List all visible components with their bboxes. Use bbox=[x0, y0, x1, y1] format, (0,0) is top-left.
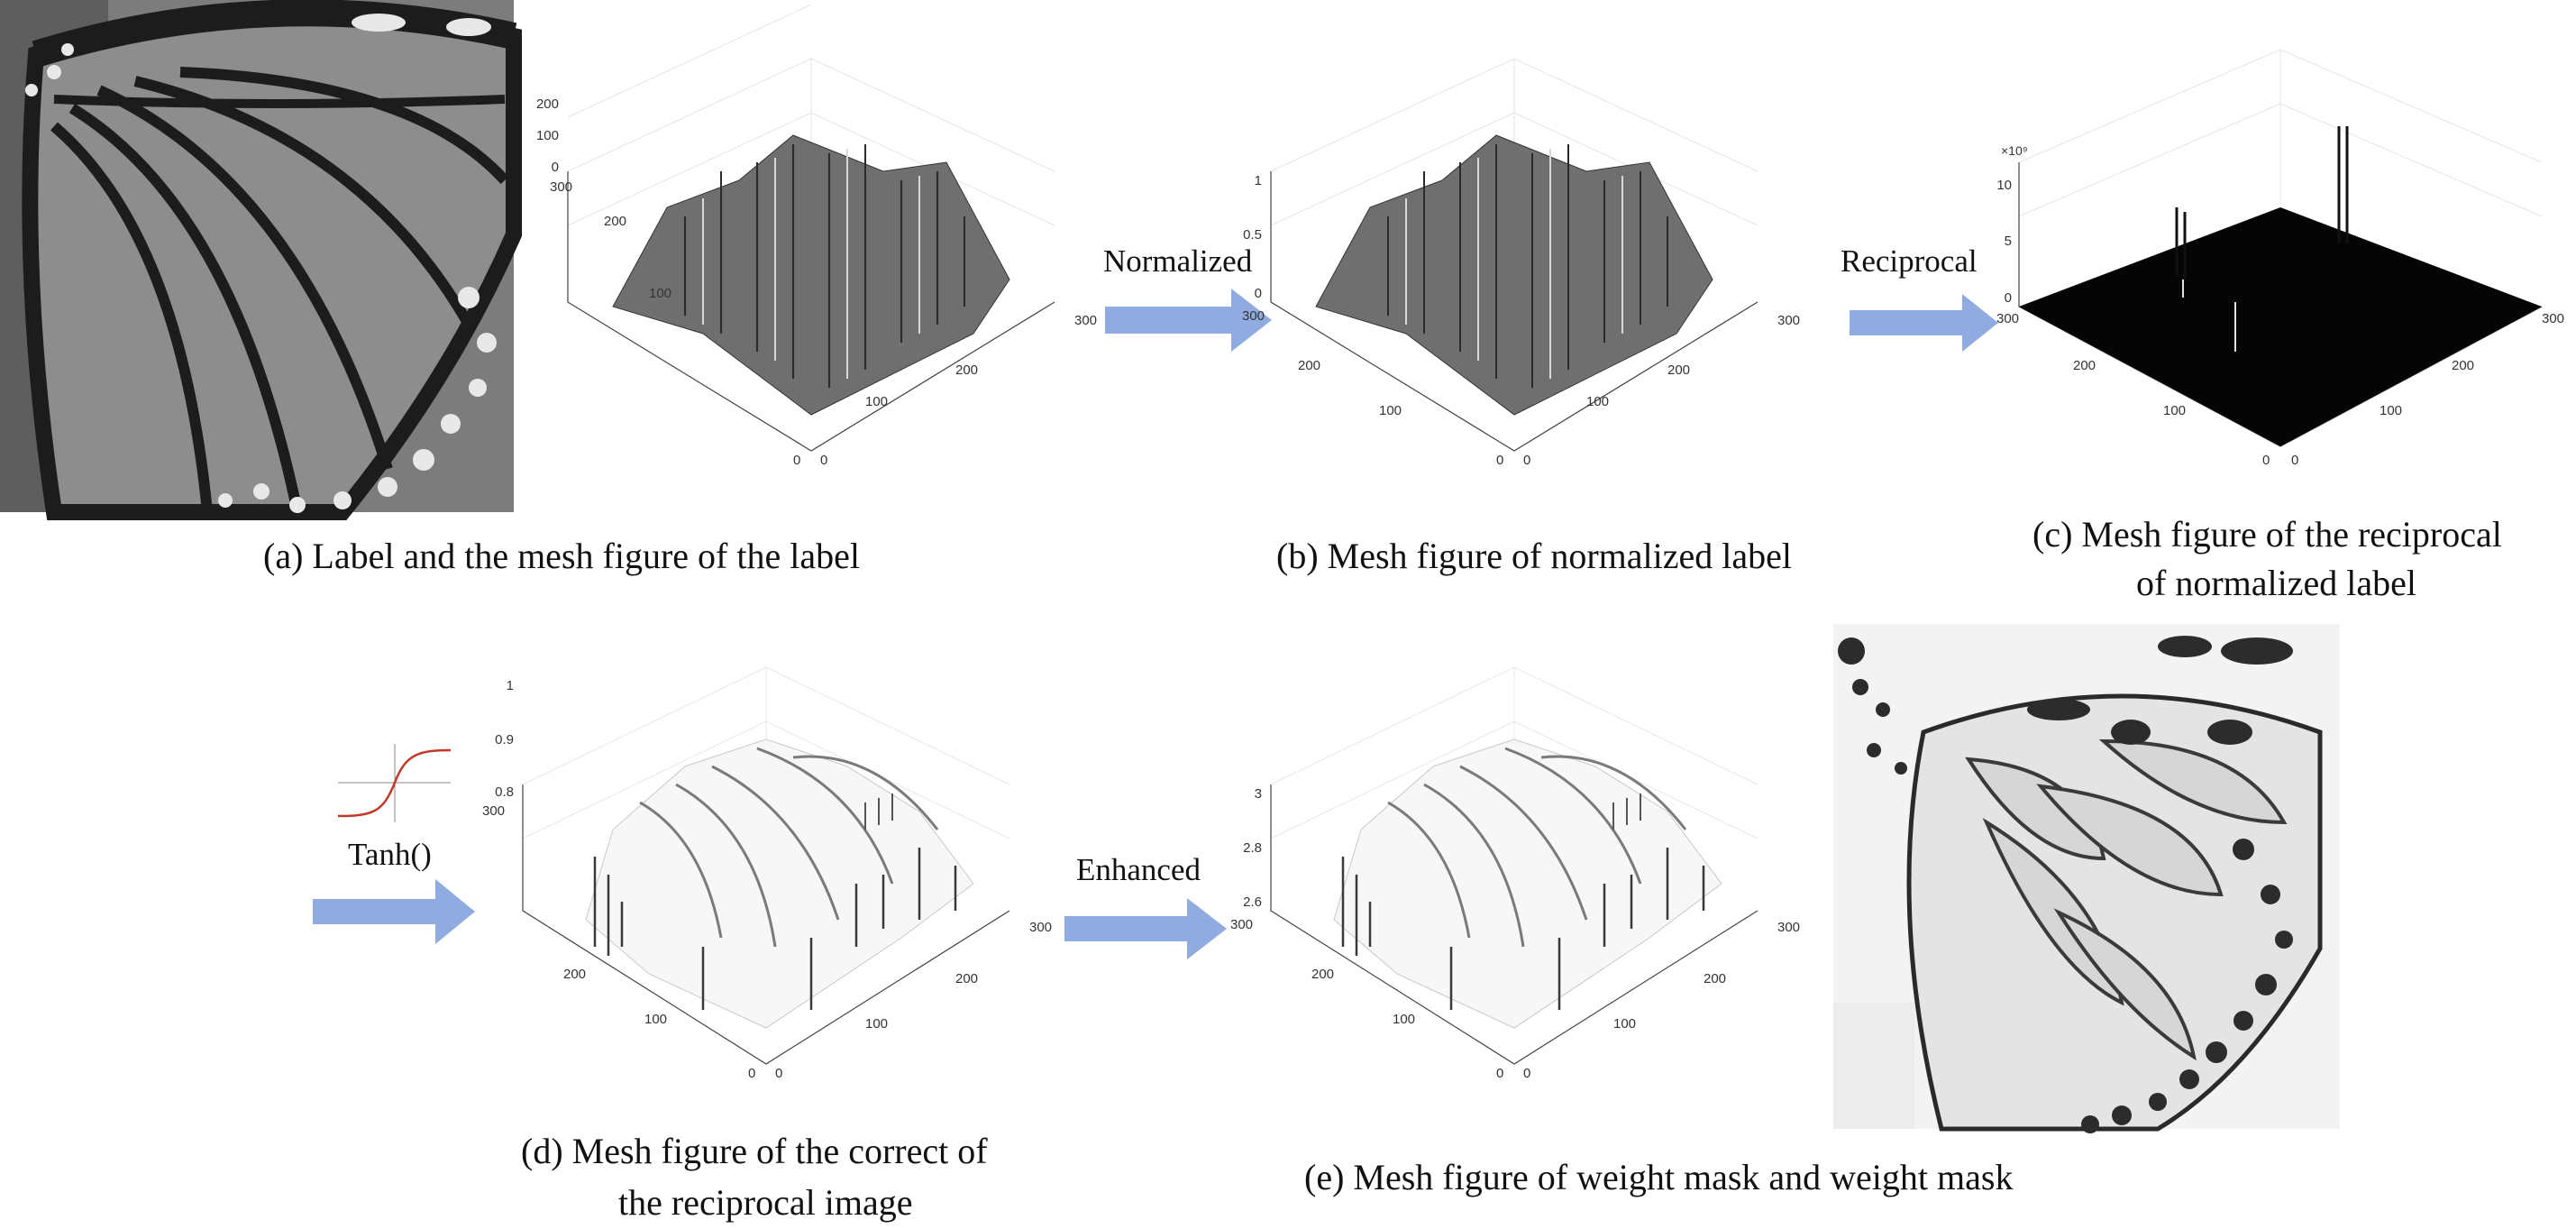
tanh-curve-icon bbox=[337, 744, 452, 822]
y-tick: 200 bbox=[604, 214, 626, 229]
x-tick: 200 bbox=[2452, 358, 2474, 373]
enhanced-arrow-icon bbox=[1064, 898, 1227, 959]
z-tick: 0.9 bbox=[495, 732, 514, 747]
mesh-plot-reciprocal-svg: ×10⁹ 10 5 0 300 200 100 0 0 100 200 300 bbox=[1996, 49, 2564, 468]
x-tick: 100 bbox=[1586, 394, 1609, 409]
enhanced-label: Enhanced bbox=[1076, 852, 1201, 887]
z-tick: 2.6 bbox=[1243, 894, 1262, 910]
z-tick: 0.8 bbox=[495, 784, 514, 800]
reciprocal-label: Reciprocal bbox=[1841, 243, 1978, 279]
mesh-plot-normalized-svg: 1 0.5 0 300 200 100 0 0 100 200 300 bbox=[1242, 58, 1800, 468]
mesh-plot-enhanced-svg: 3 2.8 2.6 300 200 100 0 0 100 200 300 bbox=[1230, 666, 1800, 1081]
y-tick: 300 bbox=[1230, 917, 1253, 932]
z-exponent: ×10⁹ bbox=[2001, 143, 2028, 158]
x-tick: 100 bbox=[865, 394, 888, 409]
y-tick: 300 bbox=[482, 803, 505, 819]
z-tick: 200 bbox=[536, 96, 559, 112]
y-tick: 100 bbox=[1379, 403, 1402, 418]
x-tick: 300 bbox=[1777, 920, 1800, 935]
butterfly-label-image bbox=[0, 0, 522, 520]
reciprocal-arrow-icon bbox=[1850, 294, 1998, 352]
y-tick: 300 bbox=[1996, 311, 2019, 326]
y-tick: 0 bbox=[793, 453, 800, 468]
y-tick: 200 bbox=[563, 967, 586, 982]
tanh-arrow-icon bbox=[313, 879, 475, 944]
z-tick: 5 bbox=[2005, 234, 2012, 249]
caption-e: (e) Mesh figure of weight mask and weigh… bbox=[1304, 1157, 2014, 1197]
tanh-label: Tanh() bbox=[348, 837, 432, 872]
z-tick: 0 bbox=[1255, 286, 1262, 301]
x-tick: 0 bbox=[1523, 1066, 1530, 1081]
butterfly-label-drawing bbox=[0, 0, 522, 520]
x-tick: 200 bbox=[955, 971, 978, 986]
y-tick: 0 bbox=[1496, 1066, 1503, 1081]
z-tick: 2.8 bbox=[1243, 840, 1262, 856]
x-tick: 200 bbox=[955, 362, 978, 378]
z-tick: 0.5 bbox=[1243, 227, 1262, 243]
caption-c-line2: of normalized label bbox=[2136, 563, 2416, 603]
mesh-plot-normalized: 1 0.5 0 300 200 100 0 0 100 200 300 bbox=[1242, 36, 1803, 478]
y-tick: 300 bbox=[550, 179, 572, 195]
x-tick: 300 bbox=[1777, 313, 1800, 328]
x-tick: 0 bbox=[1523, 453, 1530, 468]
mesh-plot-tanh-svg: 1 0.9 0.8 300 200 100 0 0 100 200 300 bbox=[482, 666, 1052, 1081]
caption-c-line1: (c) Mesh figure of the reciprocal bbox=[2032, 514, 2502, 555]
z-tick: 3 bbox=[1255, 786, 1262, 802]
x-tick: 300 bbox=[2542, 311, 2564, 326]
x-tick: 100 bbox=[865, 1016, 888, 1032]
mesh-plot-label: 200 100 0 300 200 100 0 0 100 200 300 bbox=[536, 4, 1100, 478]
x-tick: 300 bbox=[1029, 920, 1052, 935]
y-tick: 100 bbox=[1393, 1012, 1415, 1027]
mesh-plot-enhanced: 3 2.8 2.6 300 200 100 0 0 100 200 300 bbox=[1217, 649, 1821, 1091]
caption-d-line2: the reciprocal image bbox=[618, 1182, 913, 1223]
z-tick: 10 bbox=[1996, 178, 2012, 193]
x-tick: 100 bbox=[2380, 403, 2402, 418]
normalized-label: Normalized bbox=[1103, 243, 1253, 279]
caption-b: (b) Mesh figure of normalized label bbox=[1276, 536, 1793, 576]
x-tick: 0 bbox=[820, 453, 827, 468]
y-tick: 100 bbox=[2163, 403, 2186, 418]
y-tick: 100 bbox=[649, 286, 671, 301]
mesh-plot-reciprocal: ×10⁹ 10 5 0 300 200 100 0 0 100 200 300 bbox=[1974, 36, 2576, 478]
y-tick: 200 bbox=[1311, 967, 1334, 982]
x-tick: 0 bbox=[2291, 453, 2298, 468]
mesh-plot-tanh: 1 0.9 0.8 300 200 100 0 0 100 200 300 bbox=[469, 649, 1073, 1091]
x-tick: 200 bbox=[1667, 362, 1690, 378]
normalized-arrow-icon bbox=[1105, 289, 1272, 352]
y-tick: 0 bbox=[748, 1066, 755, 1081]
caption-d-line1: (d) Mesh figure of the correct of bbox=[521, 1131, 988, 1171]
y-tick: 0 bbox=[2262, 453, 2270, 468]
caption-a: (a) Label and the mesh figure of the lab… bbox=[263, 536, 860, 576]
z-tick: 0 bbox=[552, 160, 559, 175]
z-tick: 100 bbox=[536, 128, 559, 143]
y-tick: 200 bbox=[2073, 358, 2096, 373]
mesh-plot-label-svg: 200 100 0 300 200 100 0 0 100 200 300 bbox=[536, 4, 1097, 468]
x-tick: 0 bbox=[775, 1066, 782, 1081]
weight-mask-drawing bbox=[1833, 624, 2340, 1133]
x-tick: 100 bbox=[1613, 1016, 1636, 1032]
y-tick: 0 bbox=[1496, 453, 1503, 468]
z-tick: 1 bbox=[507, 678, 514, 693]
y-tick: 200 bbox=[1298, 358, 1320, 373]
y-tick: 100 bbox=[644, 1012, 667, 1027]
weight-mask-image bbox=[1833, 624, 2340, 1133]
z-tick: 1 bbox=[1255, 173, 1262, 188]
y-tick: 300 bbox=[1242, 308, 1265, 324]
z-tick: 0 bbox=[2005, 290, 2012, 306]
x-tick: 200 bbox=[1704, 971, 1726, 986]
x-tick: 300 bbox=[1074, 313, 1097, 328]
